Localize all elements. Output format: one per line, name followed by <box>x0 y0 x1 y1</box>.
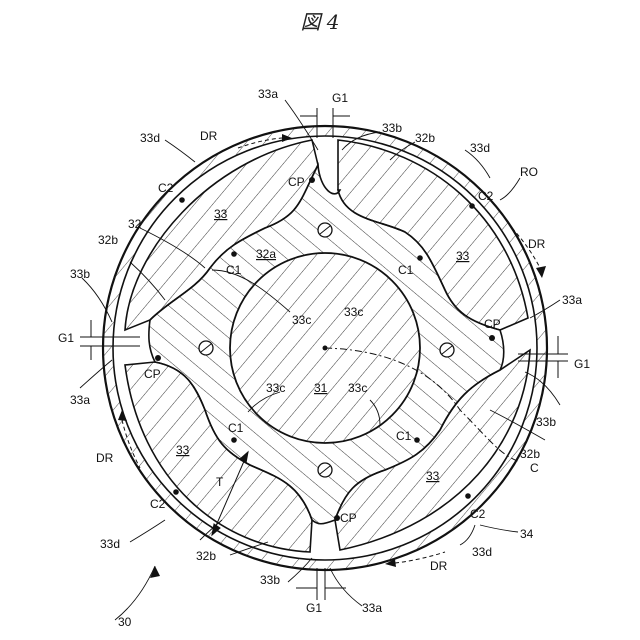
label-32a: 32a <box>256 247 276 261</box>
label-32b-top: 32b <box>415 131 435 145</box>
label-g1-top: G1 <box>332 91 348 105</box>
label-c: C <box>530 461 539 475</box>
label-33b-bottom: 33b <box>260 573 280 587</box>
label-cp-top: CP <box>288 175 305 189</box>
label-g1-left: G1 <box>58 331 74 345</box>
label-dr-right: DR <box>528 237 546 251</box>
label-c2-upper-left: C2 <box>158 181 174 195</box>
label-33a-bottom: 33a <box>362 601 382 615</box>
label-dr-top: DR <box>200 129 218 143</box>
label-dr-bottom: DR <box>430 559 448 573</box>
label-g1-right: G1 <box>574 357 590 371</box>
label-32b-bottom: 32b <box>196 549 216 563</box>
label-c1-lower-left: C1 <box>228 421 244 435</box>
label-33-lower-right: 33 <box>426 469 440 483</box>
label-33c-upper-right: 33c <box>344 305 363 319</box>
label-32: 32 <box>128 217 142 231</box>
label-33d-lower-right: 33d <box>472 545 492 559</box>
label-33b-top: 33b <box>382 121 402 135</box>
label-33-lower-left: 33 <box>176 443 190 457</box>
label-33d-top: 33d <box>470 141 490 155</box>
label-33b-right: 33b <box>536 415 556 429</box>
label-g1-bottom: G1 <box>306 601 322 615</box>
label-33d-lower-left: 33d <box>100 537 120 551</box>
label-34: 34 <box>520 527 534 541</box>
label-30: 30 <box>118 615 132 629</box>
label-c1-upper-right: C1 <box>398 263 414 277</box>
label-32b-left: 32b <box>98 233 118 247</box>
label-cp-right: CP <box>484 317 501 331</box>
label-33b-left: 33b <box>70 267 90 281</box>
label-c2-lower-right: C2 <box>470 507 486 521</box>
label-33-upper-right: 33 <box>456 249 470 263</box>
label-33-upper-left: 33 <box>214 207 228 221</box>
label-ro: RO <box>520 165 538 179</box>
label-33c-upper-left: 33c <box>292 313 311 327</box>
label-cp-bottom: CP <box>340 511 357 525</box>
label-33a-top: 33a <box>258 87 278 101</box>
label-c2-upper-right: C2 <box>478 189 494 203</box>
label-32b-right: 32b <box>520 447 540 461</box>
label-33a-right: 33a <box>562 293 582 307</box>
label-cp-left: CP <box>144 367 161 381</box>
label-c1-upper-left: C1 <box>226 263 242 277</box>
label-31: 31 <box>314 381 328 395</box>
label-33d-upper-left: 33d <box>140 131 160 145</box>
label-33c-lower-left: 33c <box>266 381 285 395</box>
label-c1-lower-right: C1 <box>396 429 412 443</box>
label-33a-left: 33a <box>70 393 90 407</box>
label-t: T <box>216 475 224 489</box>
figure-ref-arrow <box>150 566 160 578</box>
label-33c-lower-right: 33c <box>348 381 367 395</box>
label-c2-lower-left: C2 <box>150 497 166 511</box>
label-dr-left: DR <box>96 451 114 465</box>
